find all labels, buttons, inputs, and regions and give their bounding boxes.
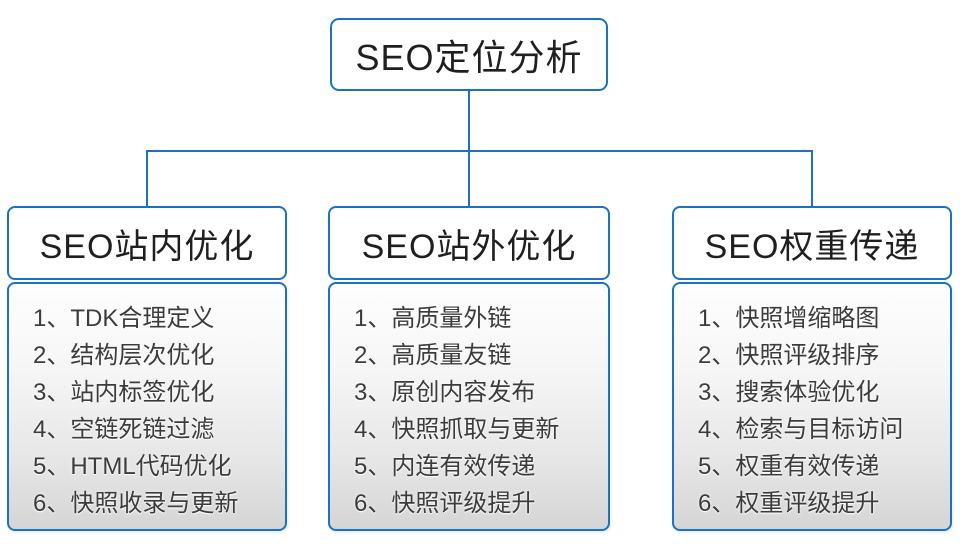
- list-item: 5、权重有效传递: [698, 453, 880, 480]
- list-item: 6、权重评级提升: [698, 490, 880, 517]
- list-item: 5、HTML代码优化: [33, 453, 232, 480]
- branch-onsite-list: 1、TDK合理定义 2、结构层次优化 3、站内标签优化 4、空链死链过滤 5、H…: [7, 282, 287, 531]
- list-item: 2、快照评级排序: [698, 342, 880, 369]
- list-item: 2、高质量友链: [354, 342, 512, 369]
- list-item: 3、站内标签优化: [33, 379, 215, 406]
- list-item: 4、检索与目标访问: [698, 416, 904, 443]
- list-item: 1、高质量外链: [354, 305, 512, 332]
- connector-drop-right: [811, 150, 813, 207]
- list-item: 4、空链死链过滤: [33, 416, 215, 443]
- root-node-title: SEO定位分析: [330, 18, 608, 91]
- list-item: 2、结构层次优化: [33, 342, 215, 369]
- branch-onsite: SEO站内优化 1、TDK合理定义 2、结构层次优化 3、站内标签优化 4、空链…: [7, 206, 287, 531]
- list-item: 6、快照评级提升: [354, 490, 536, 517]
- list-item: 3、搜索体验优化: [698, 379, 880, 406]
- connector-drop-left: [146, 150, 148, 207]
- branch-offsite-list: 1、高质量外链 2、高质量友链 3、原创内容发布 4、快照抓取与更新 5、内连有…: [328, 282, 610, 531]
- list-item: 6、快照收录与更新: [33, 490, 239, 517]
- list-item: 1、快照增缩略图: [698, 305, 880, 332]
- branch-offsite-title: SEO站外优化: [328, 206, 610, 280]
- branch-weight: SEO权重传递 1、快照增缩略图 2、快照评级排序 3、搜索体验优化 4、检索与…: [672, 206, 952, 531]
- list-item: 3、原创内容发布: [354, 379, 536, 406]
- list-item: 4、快照抓取与更新: [354, 416, 560, 443]
- connector-drop-center: [468, 150, 470, 207]
- branch-weight-title: SEO权重传递: [672, 206, 952, 280]
- connector-root-stem: [468, 89, 470, 151]
- branch-weight-list: 1、快照增缩略图 2、快照评级排序 3、搜索体验优化 4、检索与目标访问 5、权…: [672, 282, 952, 531]
- list-item: 5、内连有效传递: [354, 453, 536, 480]
- connector-horizontal: [146, 150, 813, 152]
- branch-offsite: SEO站外优化 1、高质量外链 2、高质量友链 3、原创内容发布 4、快照抓取与…: [328, 206, 610, 531]
- list-item: 1、TDK合理定义: [33, 305, 215, 332]
- branch-onsite-title: SEO站内优化: [7, 206, 287, 280]
